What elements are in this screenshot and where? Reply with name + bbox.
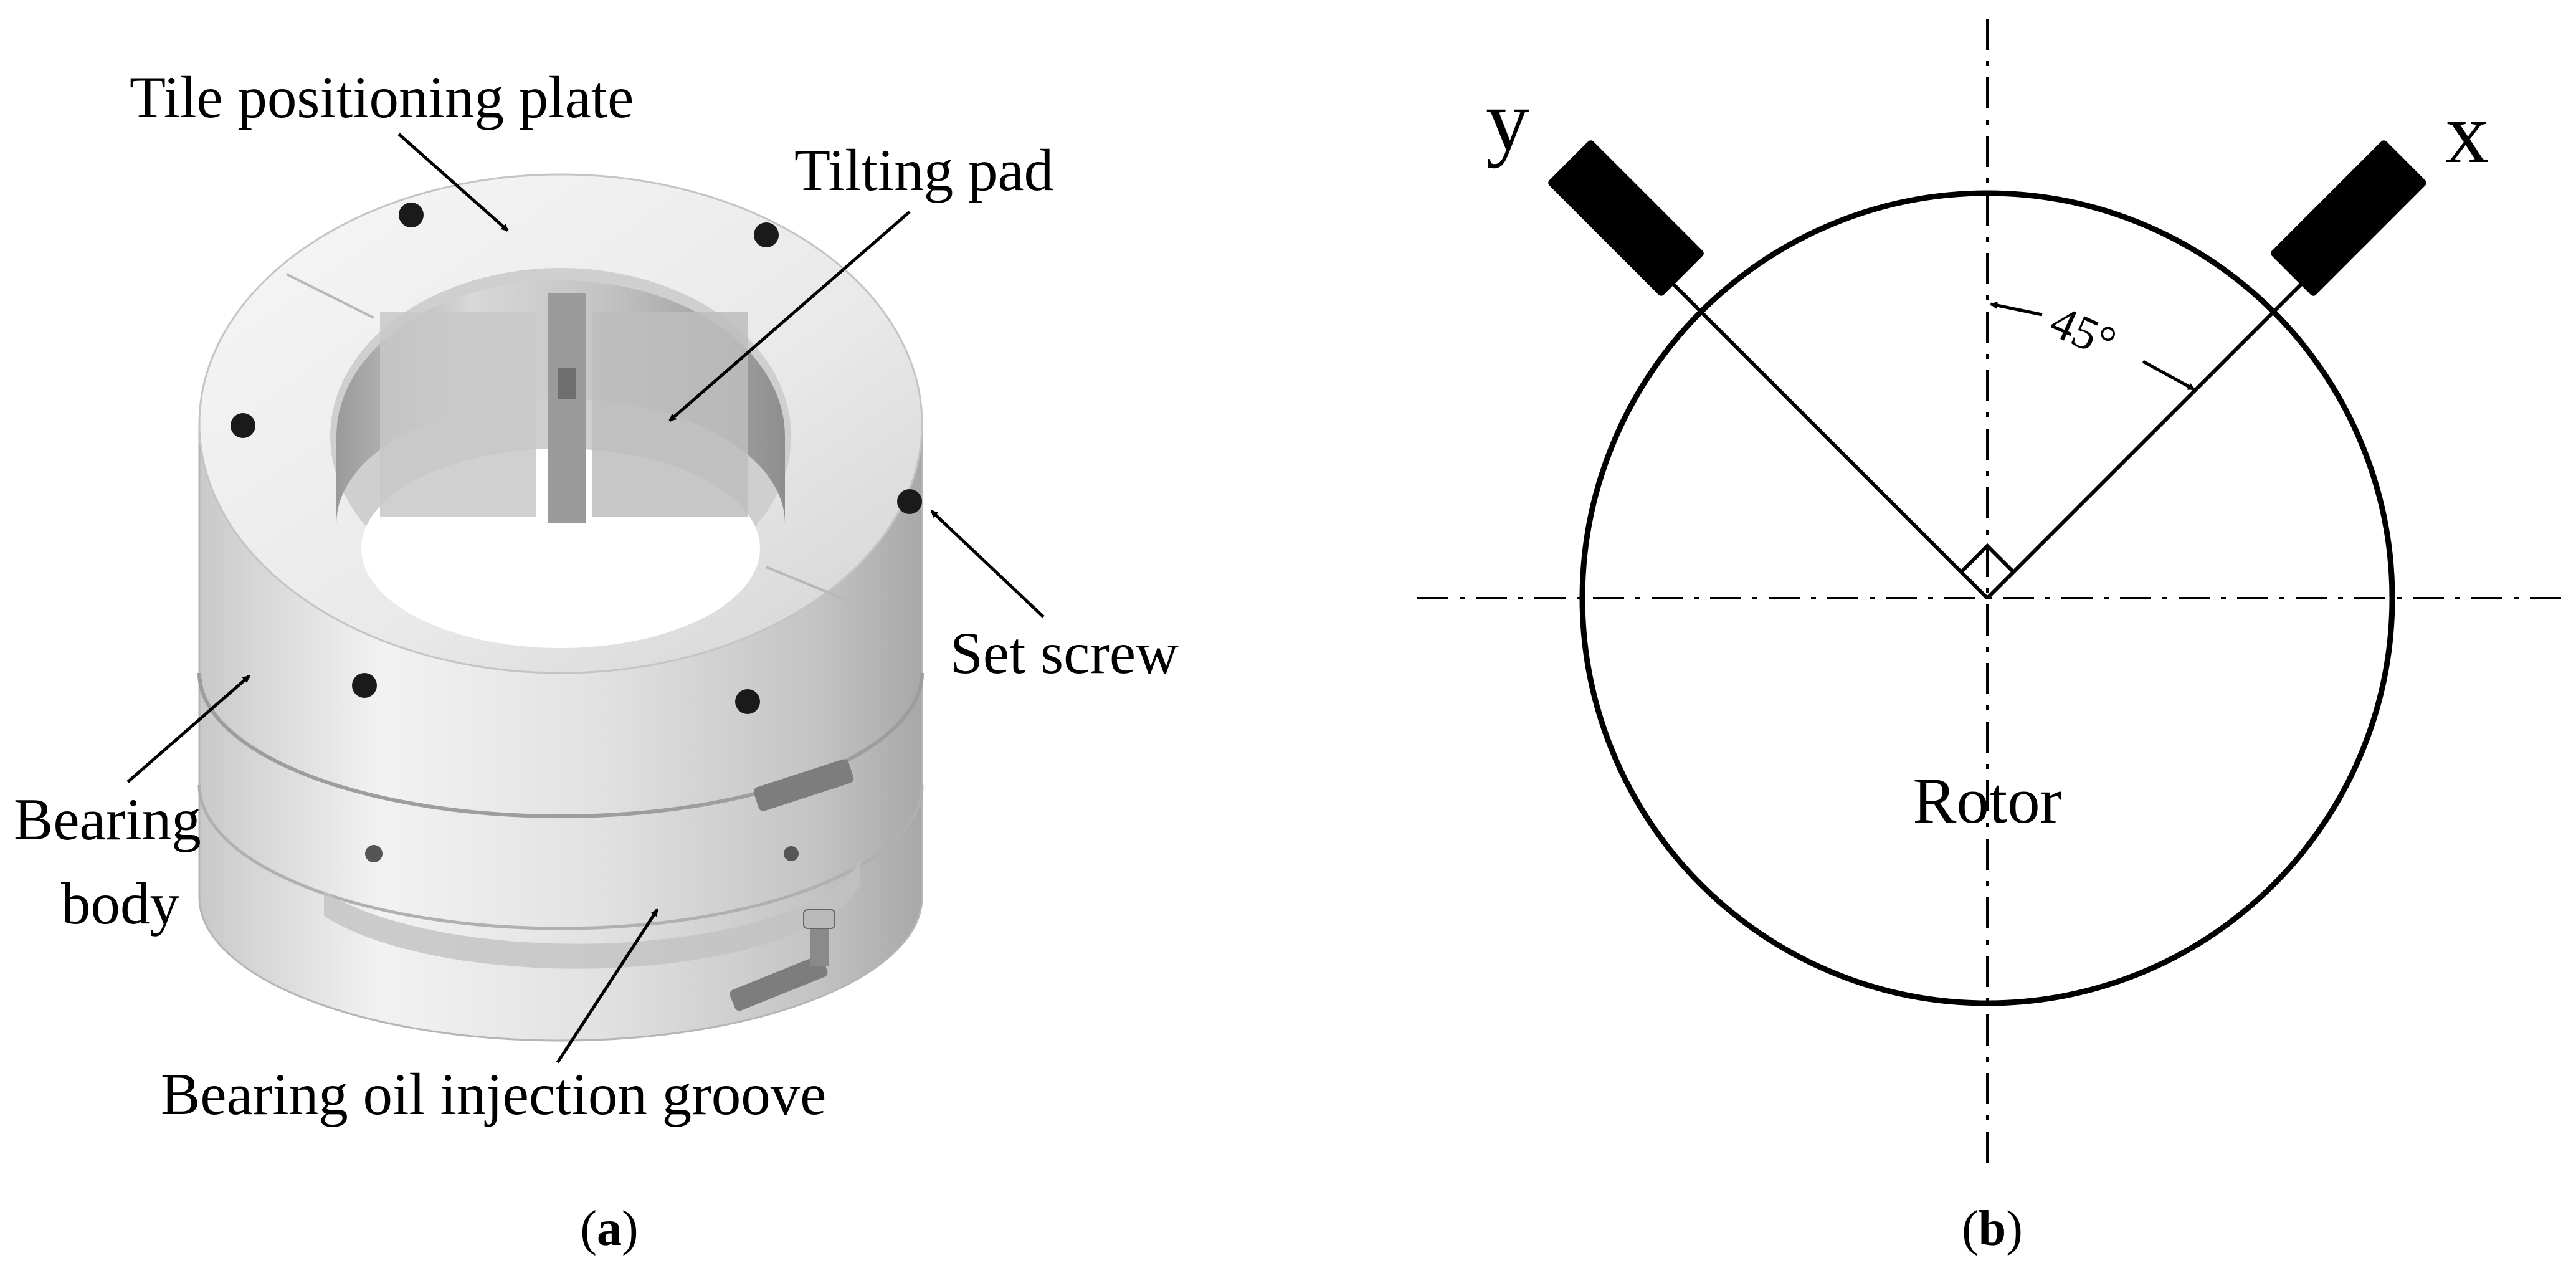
label-set-screw: Set screw — [950, 620, 1179, 686]
caption-b: (b) — [1962, 1201, 2023, 1256]
arrow-tile-positioning-plate — [397, 133, 509, 232]
panel-b: y x 45° Rotor (b) — [1417, 19, 2567, 1256]
rotor-circle — [1579, 190, 2395, 1006]
caption-b-letter: b — [1979, 1201, 2007, 1256]
angle-arrow-right — [2142, 360, 2195, 391]
arrow-oil-injection-groove — [556, 908, 659, 1064]
tilting-pad-left — [380, 312, 536, 517]
right-angle-mark — [1959, 543, 2015, 574]
arrow-set-screw — [930, 510, 1045, 618]
screw-2 — [754, 222, 779, 247]
caption-a-letter: a — [597, 1201, 622, 1256]
screw-1 — [399, 203, 424, 227]
label-oil-injection-groove: Bearing oil injection groove — [161, 1061, 826, 1127]
label-axis-x: x — [2445, 85, 2489, 181]
plate-seam-2 — [766, 566, 873, 612]
screw-3 — [231, 413, 255, 438]
fitting-stem — [810, 922, 829, 966]
body-band-upper — [197, 672, 924, 818]
panel-a: Tile positioning plate Tilting pad Set s… — [14, 64, 1179, 1256]
screw-4 — [897, 489, 922, 514]
label-rotor: Rotor — [1913, 764, 2061, 837]
port-hole-1 — [365, 845, 383, 862]
probe-line-x — [1985, 279, 2307, 600]
screw-5 — [352, 673, 377, 698]
label-axis-y: y — [1486, 72, 1529, 169]
arrow-tilting-pad — [668, 211, 911, 422]
tilting-pad-right — [592, 312, 748, 517]
label-bearing-body-line1: Bearing — [14, 786, 201, 852]
label-tile-positioning-plate: Tile positioning plate — [130, 64, 634, 130]
sensor-y — [1548, 140, 1704, 296]
sensor-x — [2271, 140, 2426, 296]
bearing-illustration — [197, 173, 924, 1042]
pad-divider — [548, 293, 586, 523]
slot-1 — [753, 759, 854, 811]
plate-seam-1 — [286, 273, 374, 319]
arrow-bearing-body — [126, 675, 250, 783]
label-tilting-pad: Tilting pad — [794, 137, 1053, 203]
label-bearing-body-line2: body — [61, 870, 180, 937]
probe-line-y — [1668, 279, 1989, 600]
angle-arrow-left — [1990, 302, 2043, 317]
oil-groove-shape — [324, 860, 860, 969]
fitting-cap — [803, 909, 835, 929]
pad-pivot — [558, 368, 576, 399]
screw-6 — [735, 689, 760, 714]
port-hole-2 — [784, 846, 799, 861]
label-angle: 45° — [2043, 295, 2124, 370]
body-band-lower — [197, 784, 924, 930]
caption-a: (a) — [580, 1201, 638, 1256]
slot-2 — [730, 955, 828, 1011]
